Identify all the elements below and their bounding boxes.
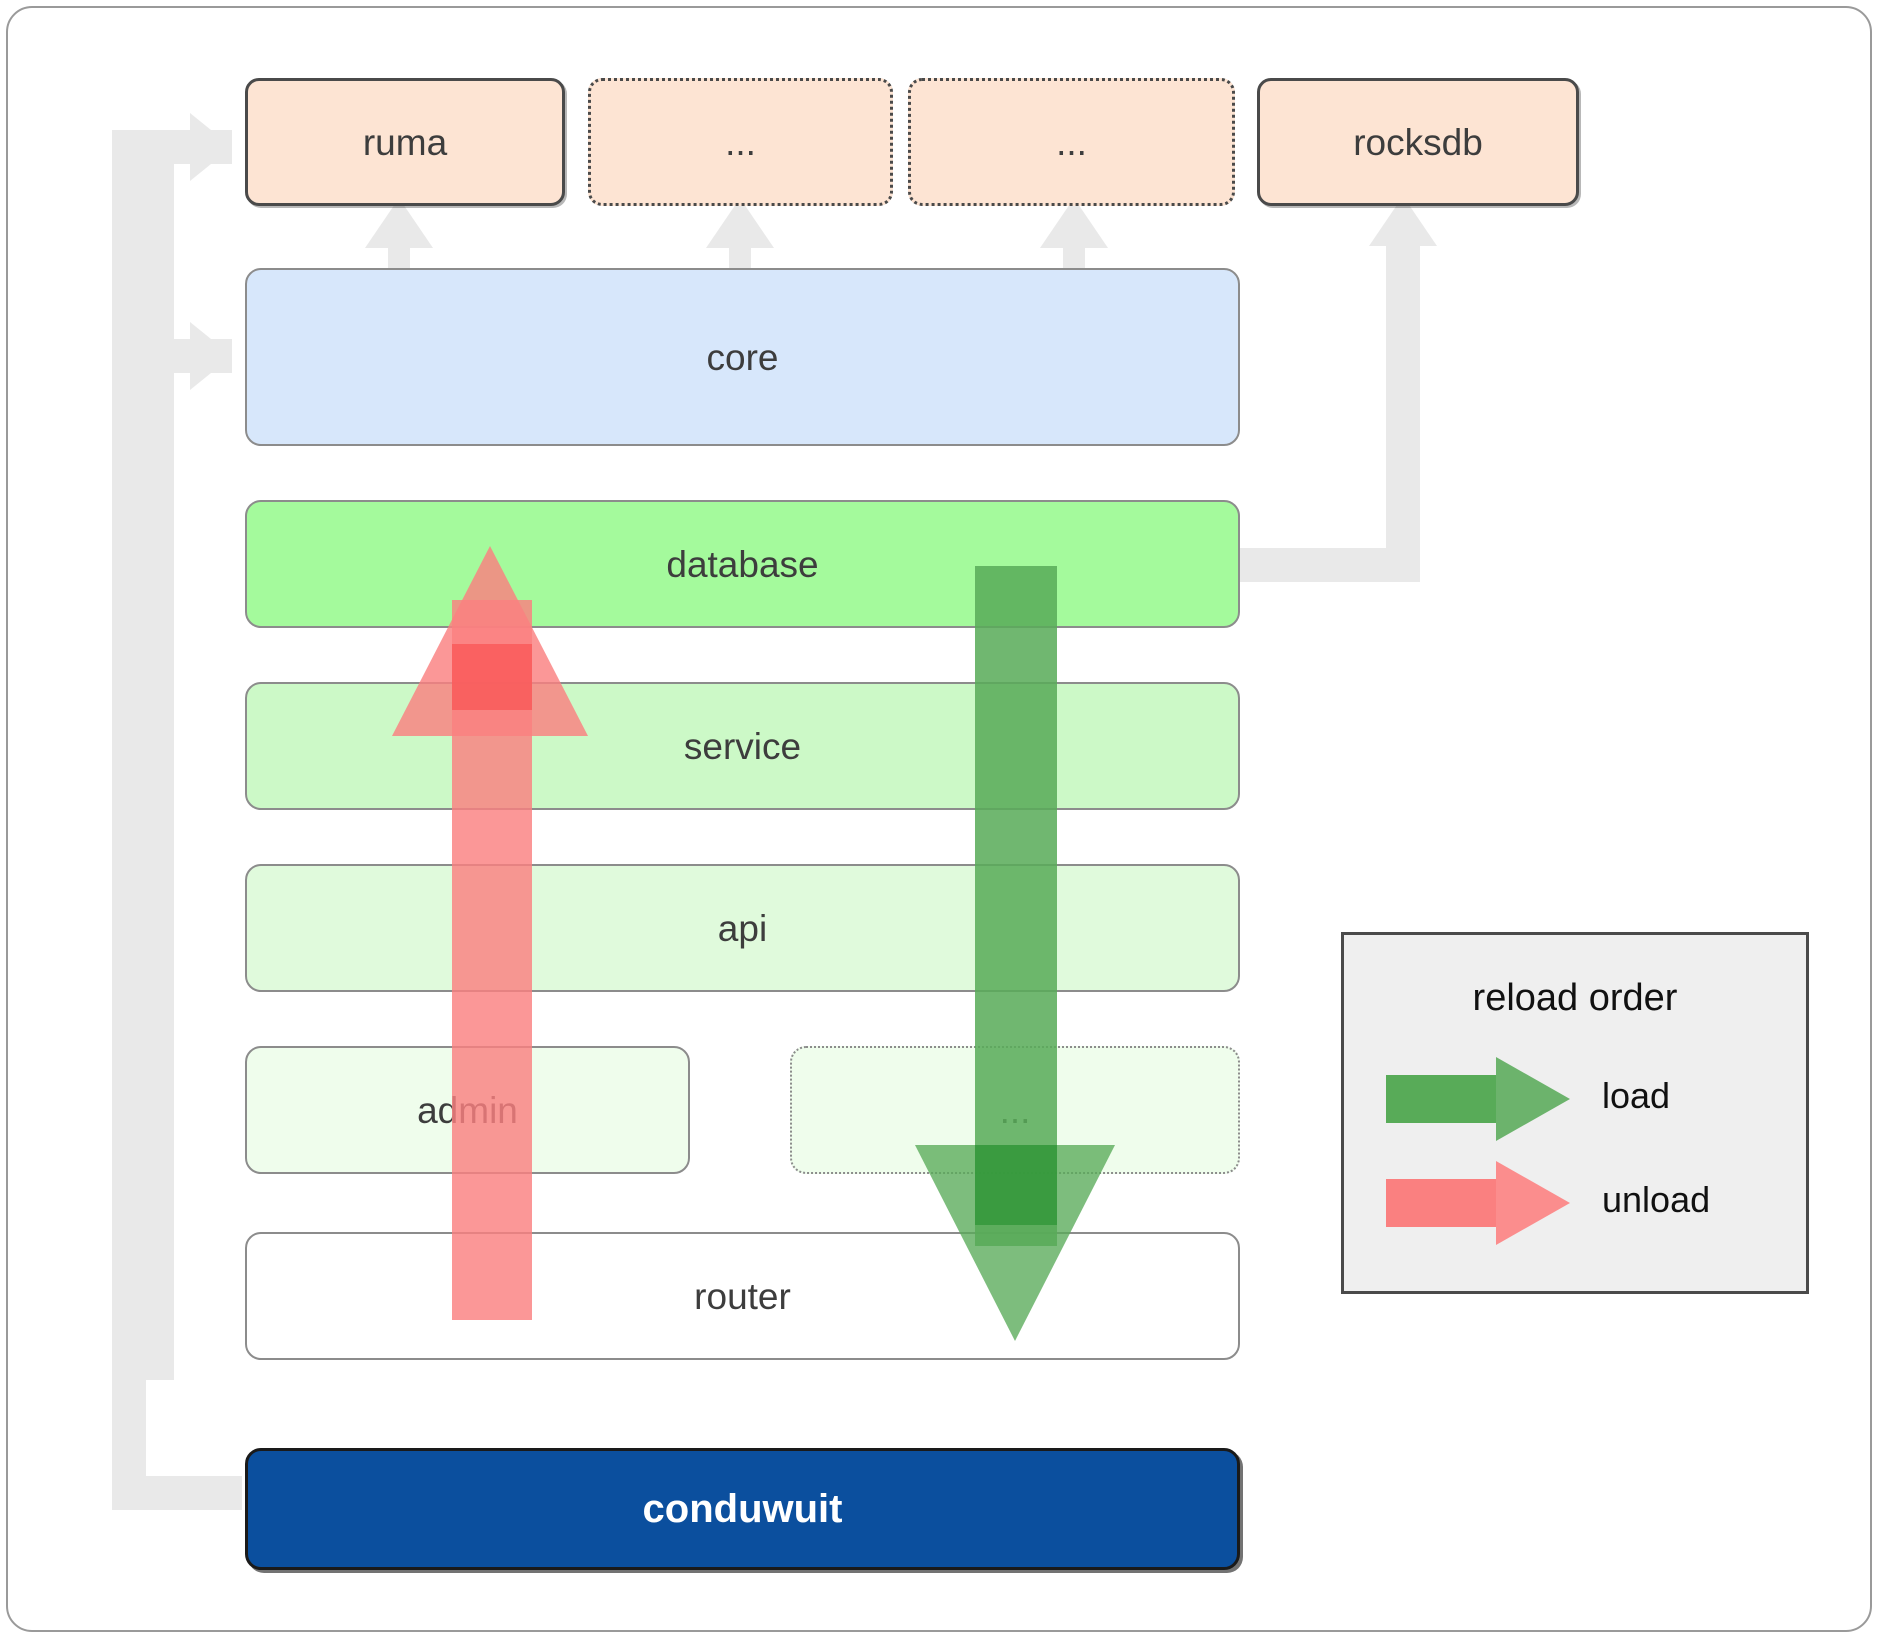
legend-unload-label: unload [1602,1179,1711,1220]
connector-trunk-outer [112,130,146,1510]
diagram-frame [6,6,1872,1632]
load-arrow-notch [975,1145,1057,1225]
dependency-label: rocksdb [1353,121,1483,163]
legend-load-label: load [1602,1075,1671,1116]
layer-label: service [683,725,802,767]
legend-title: reload order [1472,977,1678,1019]
layer-box-api[interactable]: api [245,864,1240,992]
connector-core-to-dots1-head [706,198,774,248]
unload-arrow-notch [452,644,532,710]
layer-label: core [706,336,779,378]
load-arrow-shaft [975,566,1057,1246]
dependency-label: ... [725,121,756,163]
connector-core-to-ruma-head [365,198,433,248]
dependency-box-rocksdb[interactable]: rocksdb [1257,78,1579,206]
layer-label: database [666,543,819,585]
root-label: conduwuit [642,1487,843,1531]
dependency-label: ... [1056,121,1087,163]
connector-db-to-rocksdb-vertical [1386,240,1420,560]
layer-label: api [717,907,768,949]
legend-load-arrow-shaft [1386,1075,1516,1123]
dependency-label: ruma [362,121,448,163]
connector-arrowhead-core [190,322,232,390]
dependency-box-ruma[interactable]: ruma [245,78,565,206]
layer-label: router [694,1275,791,1317]
dependency-box-placeholder-2[interactable]: ... [908,78,1235,206]
legend-load-arrow-head [1496,1057,1570,1141]
layer-box-core[interactable]: core [245,268,1240,446]
legend-unload-arrow-shaft [1386,1179,1516,1227]
root-box-conduwuit[interactable]: conduwuit [245,1448,1240,1570]
dependency-box-placeholder-1[interactable]: ... [588,78,893,206]
connector-bottom-stub [112,1476,242,1510]
legend-unload-arrow-head [1496,1161,1570,1245]
connector-arrowhead-ruma [190,113,232,181]
connector-core-to-dots2-head [1040,198,1108,248]
legend-panel: reload order load unload [1341,932,1809,1294]
